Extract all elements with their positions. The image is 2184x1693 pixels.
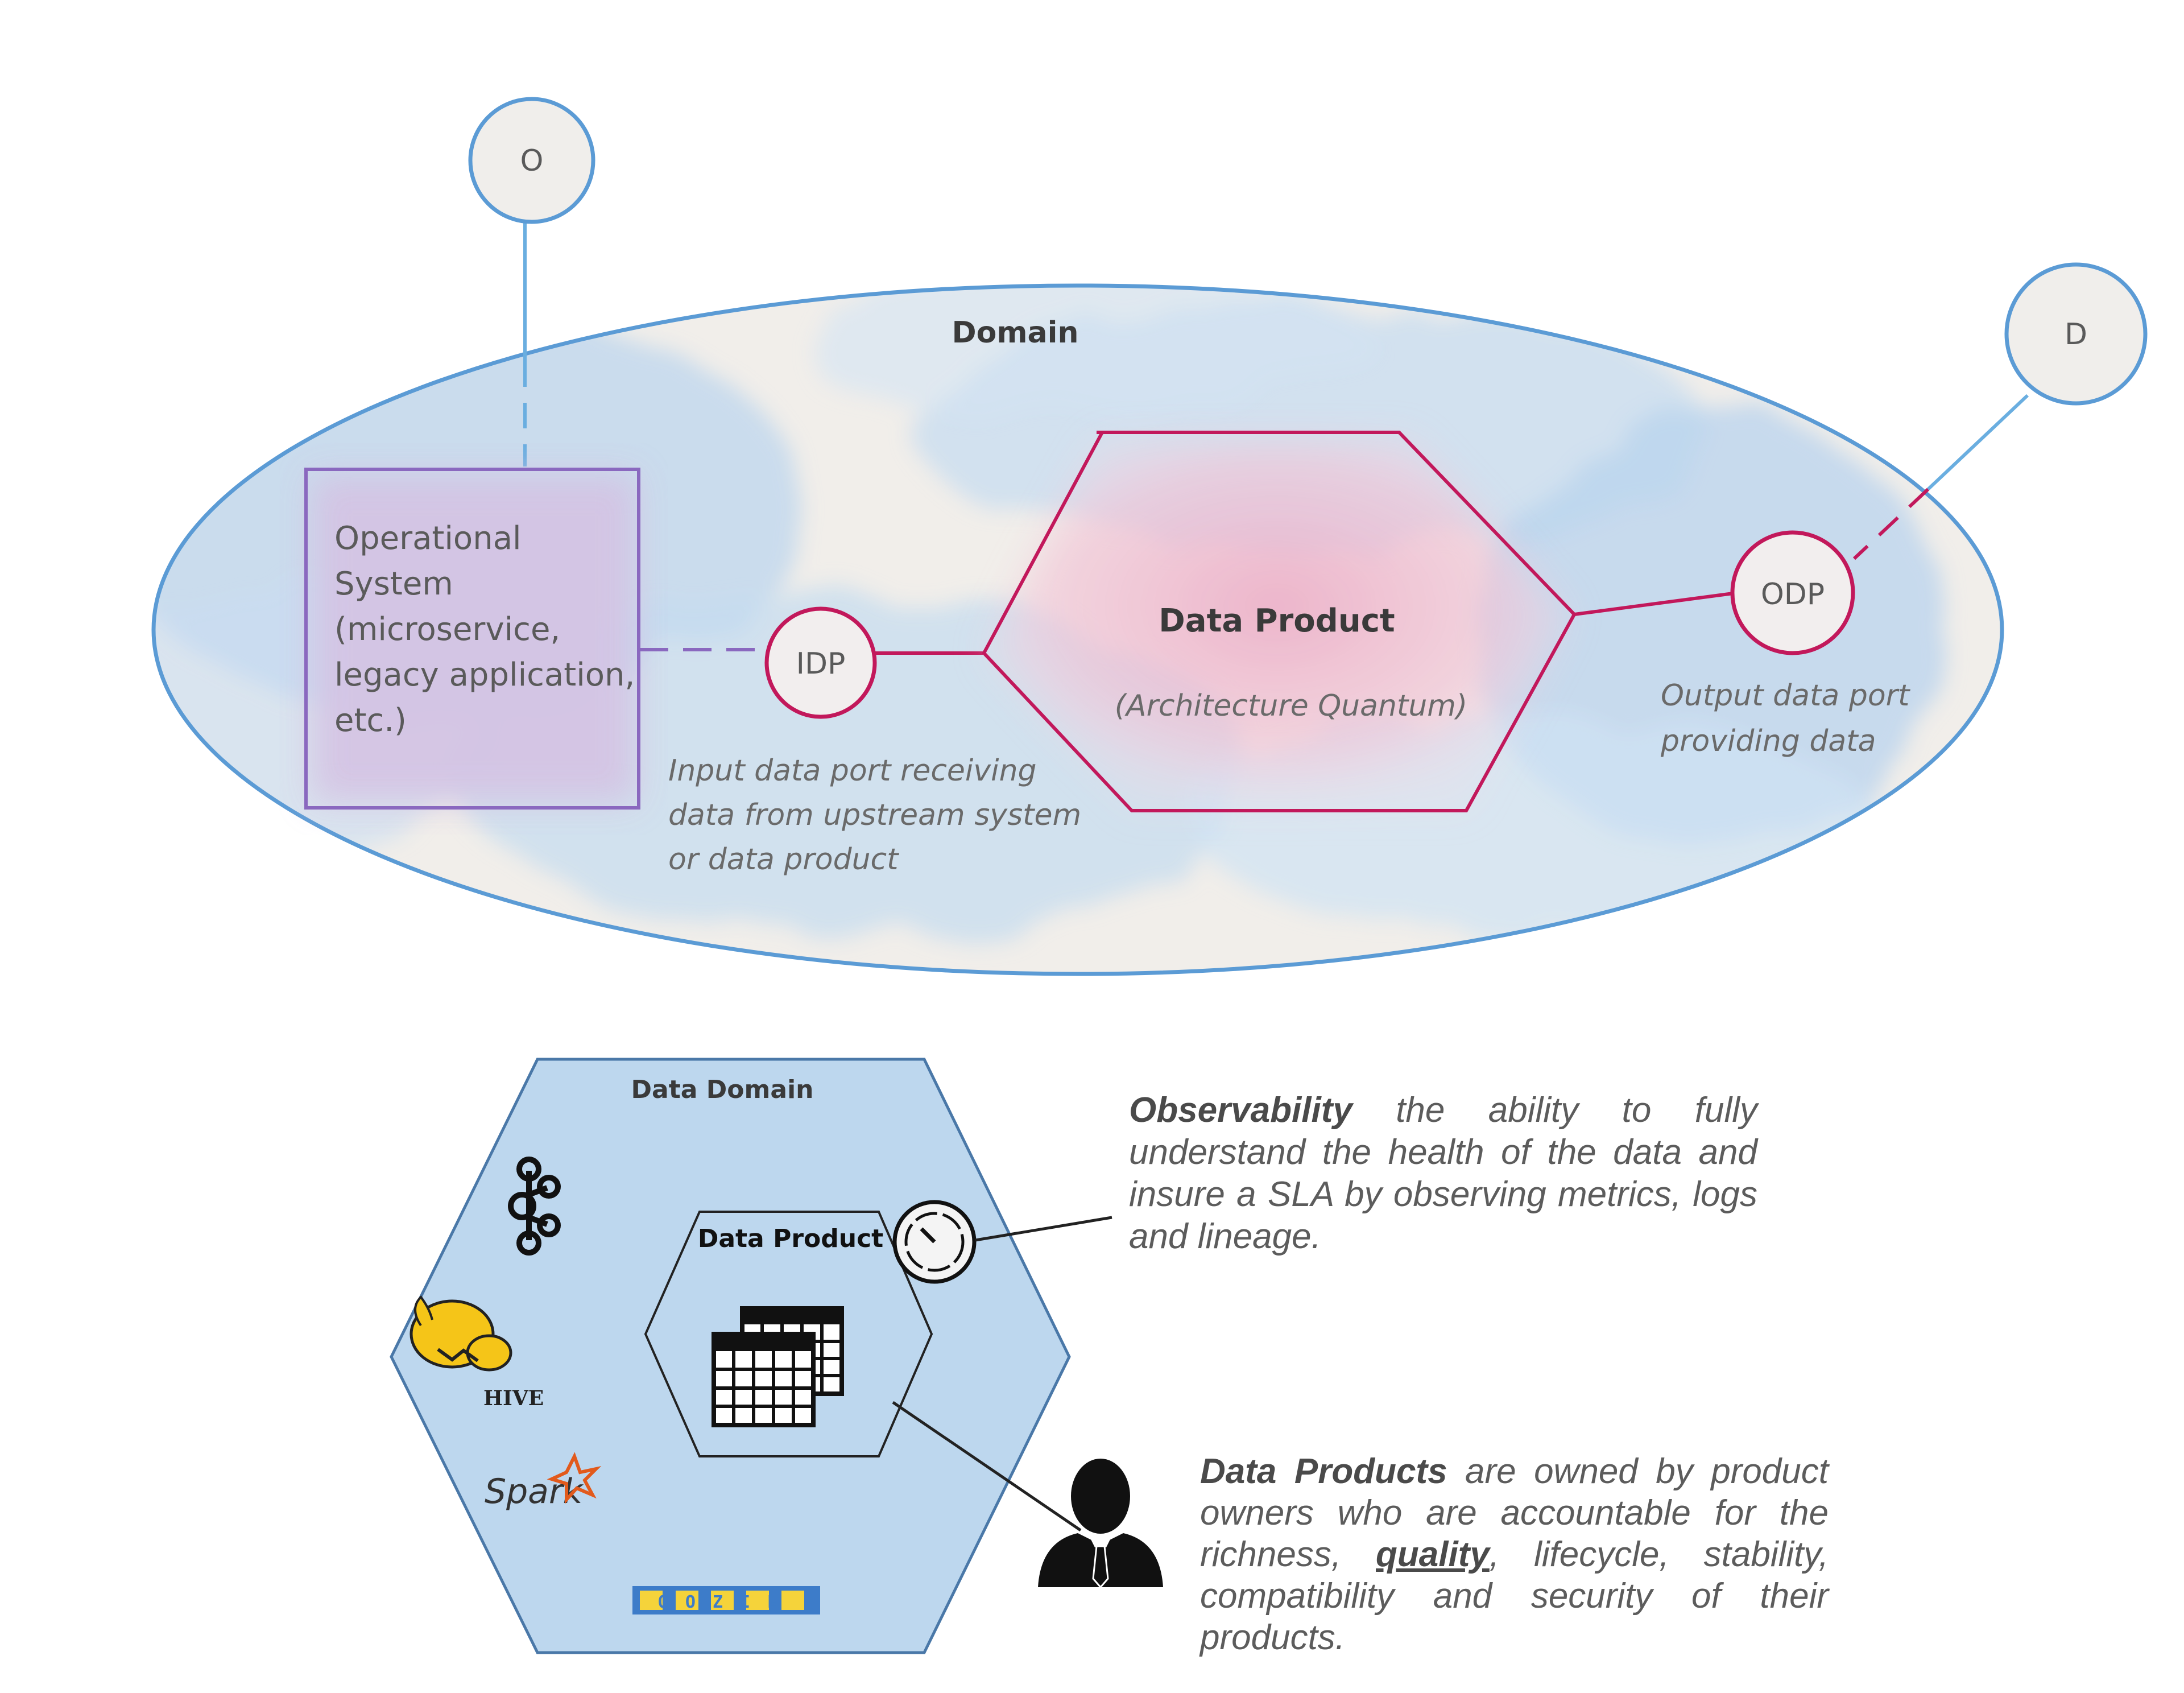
operator-circle[interactable] [468,97,595,224]
data-user-circle-label: D [2065,317,2087,352]
product-to-odp-connector [1574,591,1738,616]
spark-icon: Spark [485,1452,602,1512]
domain-label: Domain [952,316,1078,350]
output-data-port[interactable] [1730,530,1855,655]
output-data-port-label: ODP [1761,577,1825,612]
operational-system-text: Operational System (microservice, legacy… [334,520,645,739]
ownership-text-after: , lifecycle, stability, compatibility an… [1200,1535,1829,1657]
domain-ellipse[interactable] [151,283,2004,976]
output-data-port-note: Output data port providing data [1660,679,1919,758]
data-user-connector-solid [1926,394,2029,491]
kafka-icon [508,1157,561,1256]
data-domain-label: Data Domain [631,1075,814,1104]
input-data-port-note: Input data port receiving data from upst… [668,754,1091,877]
observability-text: the ability to fully understand the heal… [1129,1091,1757,1256]
data-product-hexagon[interactable] [982,431,1577,812]
observability-description: Observability the ability to fully under… [1129,1089,1757,1258]
input-data-port[interactable] [764,606,877,719]
gauge-icon[interactable] [892,1200,977,1284]
gauge-connector [975,1216,1112,1242]
data-user-circle[interactable] [2004,262,2148,406]
input-data-port-label: IDP [796,647,846,681]
ownership-emphasis: quality [1376,1535,1490,1574]
product-owner-icon [1038,1459,1163,1589]
hive-icon: HIVE [410,1295,544,1410]
data-user-connector-dashed [1852,488,1930,560]
oozie-icon: OOZIE [632,1586,820,1614]
ownership-term: Data Products [1200,1452,1447,1491]
observability-term: Observability [1129,1091,1352,1130]
data-product-title: Data Product [1159,602,1395,639]
operational-system-box[interactable]: Operational System (microservice, legacy… [304,468,645,810]
oozie-text: OOZIE [658,1592,795,1612]
owner-connector [892,1401,1082,1532]
hive-text: HIVE [483,1386,544,1410]
data-table-icon [712,1306,844,1427]
ownership-description: Data Products are owned by product owner… [1200,1451,1829,1658]
operator-circle-label: O [520,144,544,178]
data-product-subtitle: (Architecture Quantum) [1115,689,1467,723]
inner-data-product-label: Data Product [698,1224,883,1253]
spark-text: Spark [485,1472,584,1512]
ownership-text-before: are owned by product owners who are acco… [1200,1452,1829,1574]
